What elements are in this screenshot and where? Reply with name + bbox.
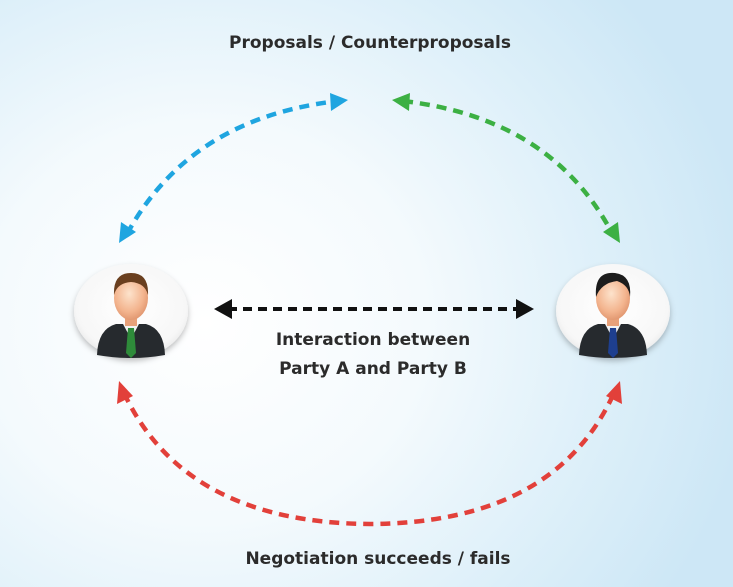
interaction-label-line2: Party A and Party B bbox=[279, 359, 467, 379]
arrowhead-icon bbox=[119, 222, 136, 243]
arrowhead-icon bbox=[392, 93, 410, 111]
businessman-icon bbox=[97, 273, 165, 358]
arrowhead-icon bbox=[117, 381, 133, 404]
arrowhead-icon bbox=[516, 299, 534, 319]
interaction-label: Interaction between Party A and Party B bbox=[216, 326, 530, 384]
proposals-label: Proposals / Counterproposals bbox=[229, 33, 511, 53]
interaction-arrow bbox=[214, 299, 534, 319]
interaction-label-line1: Interaction between bbox=[275, 330, 471, 350]
arrowhead-icon bbox=[603, 222, 620, 243]
party-a-avatar bbox=[74, 264, 188, 358]
proposal-arrow-left bbox=[119, 93, 348, 243]
proposal-arrow-right bbox=[392, 93, 620, 243]
outcome-label: Negotiation succeeds / fails bbox=[245, 549, 511, 569]
party-b-avatar bbox=[556, 264, 670, 358]
arrowhead-icon bbox=[330, 93, 348, 111]
arrowhead-icon bbox=[606, 381, 622, 404]
businessman-icon bbox=[579, 272, 647, 358]
outcome-arrow bbox=[117, 381, 622, 527]
arrowhead-icon bbox=[214, 299, 232, 319]
